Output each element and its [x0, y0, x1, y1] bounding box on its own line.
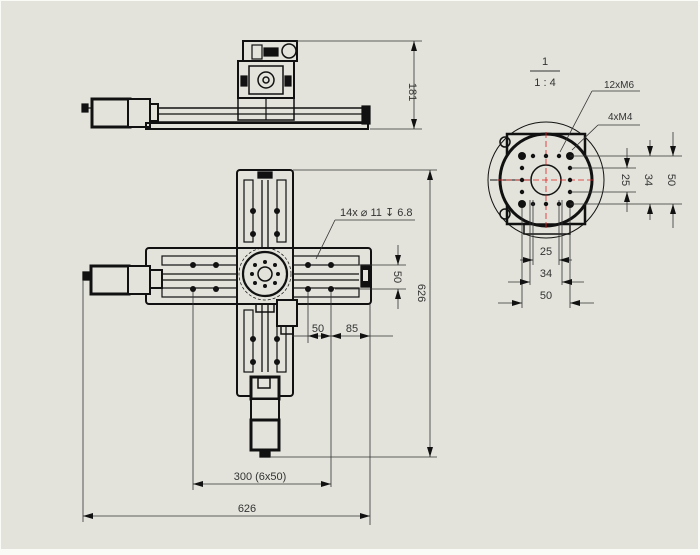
dimension-50-85-offsets [292, 292, 393, 525]
detail-horizontal-dimensions [498, 200, 594, 308]
rotary-motor [242, 40, 298, 62]
dim-300-label: 300 (6x50) [234, 471, 287, 483]
mounting-holes [190, 208, 334, 365]
dimension-626-vertical [270, 169, 437, 458]
dim-626-horizontal-label: 626 [238, 503, 256, 515]
x-micrometer-knob-icon [82, 271, 90, 281]
callout-12xm6: 12xM6 [604, 80, 634, 91]
dim-85-offset-label: 85 [346, 323, 358, 335]
rotary-drive [276, 299, 298, 327]
detail-holes [518, 152, 574, 208]
detail-centerlines [497, 132, 595, 228]
dimension-300 [192, 292, 331, 490]
detail-dim-h-25: 25 [540, 246, 552, 258]
detail-dim-v-34: 34 [642, 174, 654, 186]
micrometer-barrel [90, 97, 132, 129]
detail-callout-leaders [559, 90, 640, 153]
base-rail [145, 122, 369, 130]
detail-dim-v-50: 50 [665, 174, 677, 186]
hole-callout-leader [315, 219, 415, 260]
detail-dim-v-25: 25 [619, 174, 631, 186]
detail-vertical-dimensions [570, 132, 682, 228]
dim-50-offset-label: 50 [312, 323, 324, 335]
detail-dim-h-50: 50 [540, 290, 552, 302]
scale-label: 1 : 4 [534, 77, 555, 89]
dim-626-vertical-label: 626 [415, 284, 427, 302]
x-micrometer [89, 264, 131, 296]
hole-callout-label: 14x ⌀ 11 ↧ 6.8 [340, 207, 413, 219]
micrometer-knob-icon [81, 103, 89, 113]
top-elevation-view [81, 40, 371, 130]
dimension-626-horizontal [82, 280, 370, 522]
callout-4xm4: 4xM4 [608, 112, 633, 123]
dimension-50-vertical [335, 245, 406, 309]
dim-181-label: 181 [406, 83, 418, 101]
scale-numerator: 1 [542, 56, 548, 68]
detail-dim-h-34: 34 [540, 268, 552, 280]
dim-50-vertical-label: 50 [391, 271, 403, 283]
dimension-height-181 [297, 40, 422, 130]
plan-view [82, 169, 372, 458]
